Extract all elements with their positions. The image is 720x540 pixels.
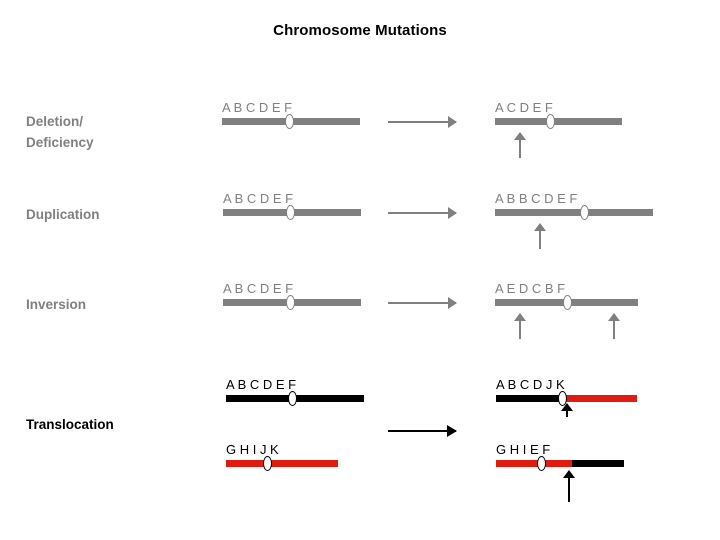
chromosome-segment-black <box>496 395 566 402</box>
transform-arrow-deletion <box>388 116 457 128</box>
arrow-shaft <box>388 302 456 304</box>
centromere-icon <box>286 205 295 220</box>
chromosome-bar <box>496 456 624 471</box>
chromosome-bar <box>223 295 361 310</box>
chromosome-segment-gray <box>495 118 622 125</box>
marker-arrow-translocation-junction-2 <box>563 470 575 502</box>
arrow-shaft <box>388 430 456 432</box>
chromosome-bar <box>495 295 638 310</box>
row-label-deletion: Deletion/ Deficiency <box>26 114 94 150</box>
centromere-icon <box>563 295 572 310</box>
row-label-duplication: Duplication <box>26 207 100 222</box>
chromosome-bar <box>223 205 361 220</box>
arrow-head-icon <box>561 403 573 411</box>
arrow-head-icon <box>448 116 457 128</box>
chromosome-bar <box>222 114 360 129</box>
chromosome-bar <box>495 205 653 220</box>
chromosome-letters: A B C D E F <box>226 377 297 392</box>
marker-arrow-inversion-breakpoint-right <box>608 313 620 339</box>
transform-arrow-translocation <box>388 425 457 437</box>
chromosome-bar <box>496 391 637 406</box>
chromosome-letters: A C D E F <box>495 100 553 115</box>
marker-arrow-deletion-site <box>514 132 526 158</box>
chromosome-segment-red <box>226 460 338 467</box>
row-label-translocation: Translocation <box>26 417 114 432</box>
marker-arrow-inversion-breakpoint-left <box>514 313 526 339</box>
chromosome-letters: A B C D E F <box>223 191 294 206</box>
marker-arrow-translocation-junction-1 <box>561 403 573 417</box>
arrow-head-icon <box>447 425 457 437</box>
centromere-icon <box>286 295 295 310</box>
marker-arrow-duplicated-segment <box>534 223 546 249</box>
chromosome-letters: G H I E F <box>496 442 551 457</box>
arrow-shaft <box>519 319 521 339</box>
centromere-icon <box>285 114 294 129</box>
arrow-head-icon <box>514 132 526 140</box>
chromosome-letters: A B C D E F <box>222 100 293 115</box>
arrow-head-icon <box>448 297 457 309</box>
arrow-shaft <box>566 409 568 417</box>
centromere-icon <box>288 391 297 406</box>
transform-arrow-inversion <box>388 297 457 309</box>
centromere-icon <box>546 114 555 129</box>
chromosome-segment-red <box>566 395 637 402</box>
chromosome-bar <box>226 456 338 471</box>
transform-arrow-duplication <box>388 207 457 219</box>
centromere-icon <box>263 456 272 471</box>
arrow-shaft <box>388 121 456 123</box>
chromosome-letters: A B C D E F <box>223 281 294 296</box>
chromosome-segment-black <box>572 460 624 467</box>
arrow-head-icon <box>608 313 620 321</box>
chromosome-segment-red <box>496 460 572 467</box>
page-title: Chromosome Mutations <box>273 22 447 39</box>
chromosome-letters: G H I J K <box>226 442 279 457</box>
chromosome-bar <box>226 391 364 406</box>
arrow-shaft <box>388 212 456 214</box>
row-label-inversion: Inversion <box>26 297 87 312</box>
chromosome-letters: A B B C D E F <box>495 191 578 206</box>
arrow-head-icon <box>514 313 526 321</box>
chromosome-letters: A B C D J K <box>496 377 565 392</box>
centromere-icon <box>537 456 546 471</box>
centromere-icon <box>580 205 589 220</box>
chromosome-segment-gray <box>495 209 653 216</box>
arrow-shaft <box>613 319 615 339</box>
chromosome-letters: A E D C B F <box>495 281 566 296</box>
arrow-shaft <box>568 476 570 502</box>
chromosome-bar <box>495 114 622 129</box>
arrow-head-icon <box>534 223 546 231</box>
arrow-head-icon <box>448 207 457 219</box>
arrow-shaft <box>539 229 541 249</box>
arrow-shaft <box>519 138 521 158</box>
arrow-head-icon <box>563 470 575 478</box>
